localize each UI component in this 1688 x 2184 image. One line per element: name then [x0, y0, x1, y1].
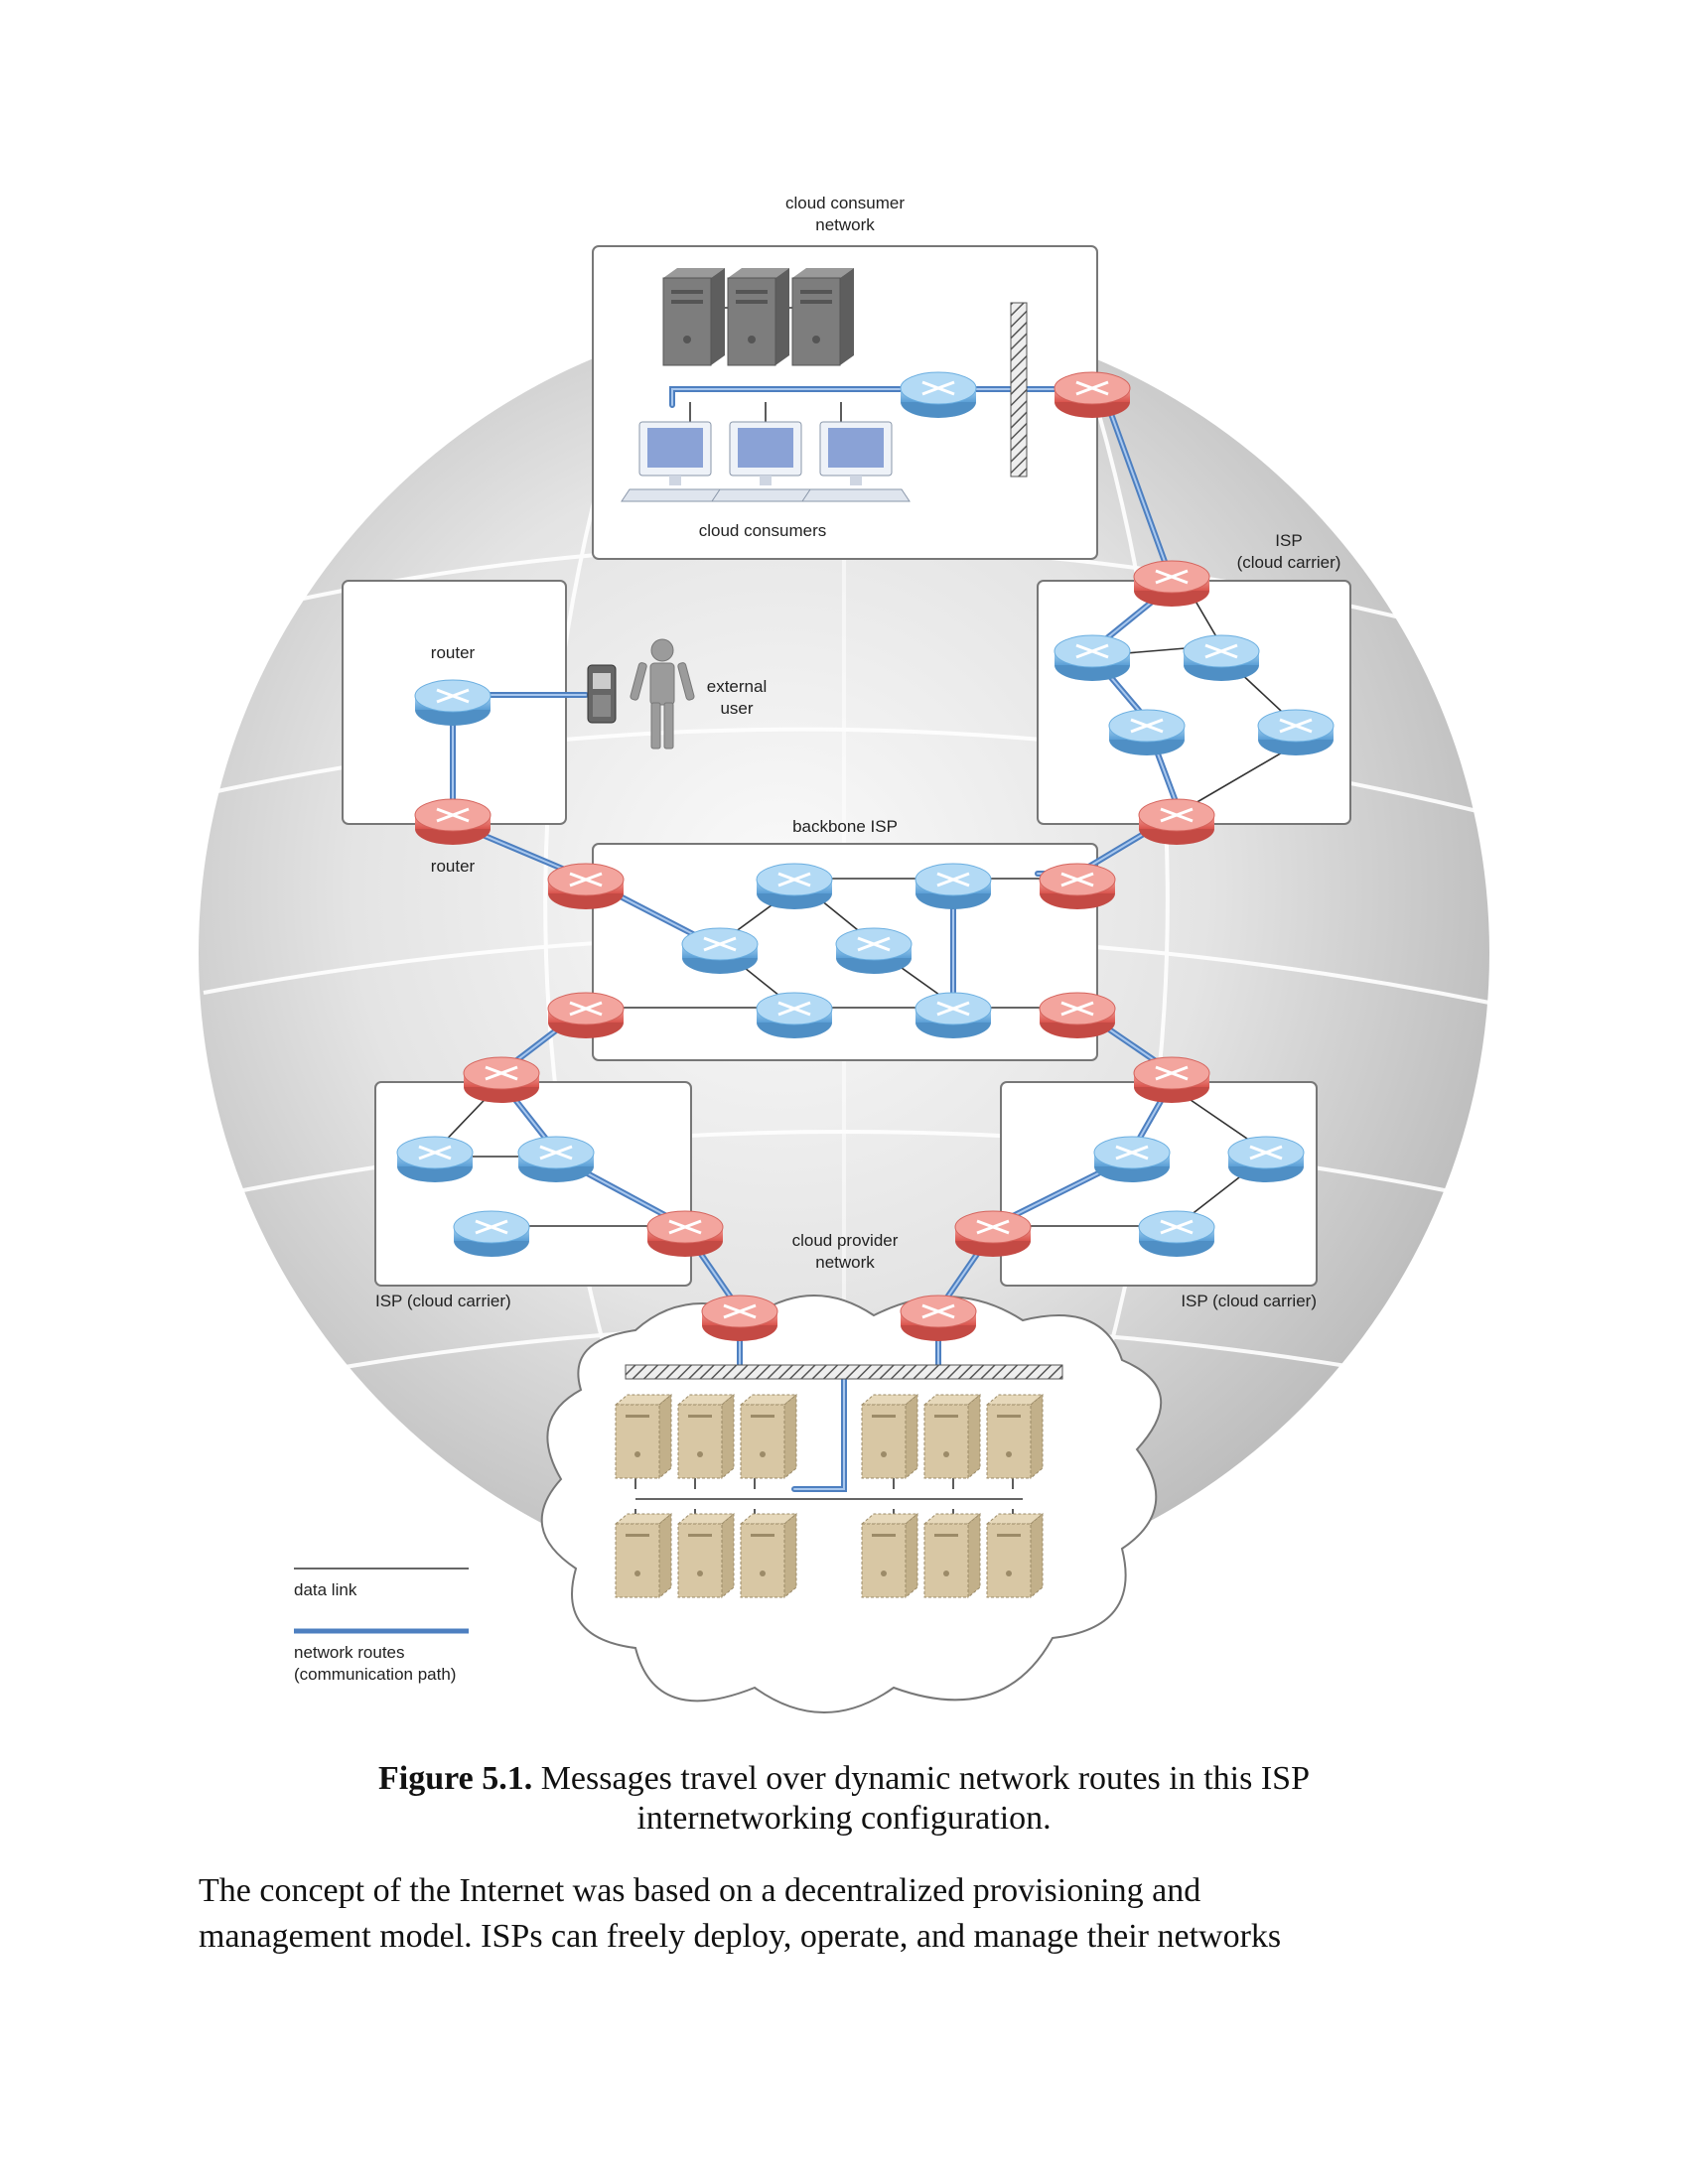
isp-top-label: ISP	[1275, 531, 1302, 550]
figure-label: Figure 5.1.	[378, 1760, 533, 1797]
provider-edge-router-icon	[899, 1294, 978, 1343]
router-label: router	[431, 857, 476, 876]
backbone-router-icon	[755, 991, 834, 1040]
isp-top-label: (cloud carrier)	[1237, 553, 1341, 572]
isp-router-icon	[1053, 633, 1132, 683]
external-user-label: external	[707, 677, 767, 696]
legend-data-link-label: data link	[294, 1580, 357, 1599]
body-text-line: The concept of the Internet was based on…	[199, 1872, 1201, 1909]
legend-network-routes-label: (communication path)	[294, 1665, 456, 1684]
isp-edge-router-icon	[953, 1209, 1033, 1259]
backbone-edge-router-icon	[546, 862, 626, 911]
isp-router-icon	[1226, 1135, 1306, 1184]
user-figure-icon	[630, 638, 695, 750]
consumer-network-label: network	[815, 215, 875, 234]
backbone-router-icon	[834, 926, 914, 976]
consumer-server-icon	[791, 267, 855, 366]
isp-router-icon	[1137, 1209, 1216, 1259]
legend-network-routes-label: network routes	[294, 1643, 405, 1662]
figure-caption-text: Messages travel over dynamic network rou…	[540, 1760, 1310, 1797]
backbone-router-icon	[755, 862, 834, 911]
isp-router-icon	[452, 1209, 531, 1259]
body-text-line: management model. ISPs can freely deploy…	[199, 1918, 1282, 1955]
backbone-router-icon	[680, 926, 760, 976]
consumer-server-icon	[662, 267, 726, 366]
legend: data link network routes (communication …	[294, 1568, 469, 1684]
isp-bottom-left-box	[374, 1081, 692, 1287]
isp-edge-router-icon	[1132, 1055, 1211, 1105]
external-user-label: user	[720, 699, 753, 718]
provider-firewall-icon	[625, 1364, 1063, 1380]
isp-bottom-left-label: ISP (cloud carrier)	[375, 1292, 511, 1310]
figure-caption: Figure 5.1. Messages travel over dynamic…	[238, 1759, 1450, 1839]
isp-router-icon	[1182, 633, 1261, 683]
consumer-router-icon	[899, 370, 978, 420]
figure-caption-text: internetworking configuration.	[636, 1800, 1052, 1837]
isp-internetworking-diagram: cloud consumer network cloud consumers I…	[199, 194, 1490, 1713]
isp-edge-router-icon	[1137, 797, 1216, 847]
backbone-edge-router-icon	[1038, 862, 1117, 911]
isp-bottom-right-box	[1000, 1081, 1318, 1287]
isp-edge-router-icon	[645, 1209, 725, 1259]
cloud-provider-network-shape	[540, 1295, 1163, 1713]
isp-edge-router-icon	[462, 1055, 541, 1105]
cloud-consumers-label: cloud consumers	[699, 521, 827, 540]
backbone-edge-router-icon	[1038, 991, 1117, 1040]
backbone-isp-label: backbone ISP	[792, 817, 898, 836]
provider-edge-router-icon	[700, 1294, 779, 1343]
mobile-phone-icon	[587, 664, 617, 724]
consumer-server-icon	[727, 267, 790, 366]
consumer-network-label: cloud consumer	[785, 194, 905, 212]
backbone-edge-router-icon	[546, 991, 626, 1040]
backbone-router-icon	[914, 862, 993, 911]
body-paragraph: The concept of the Internet was based on…	[199, 1868, 1489, 1960]
external-edge-router-icon	[413, 797, 492, 847]
isp-top-right-box	[1037, 580, 1351, 825]
isp-router-icon	[516, 1135, 596, 1184]
isp-router-icon	[1092, 1135, 1172, 1184]
isp-bottom-right-label: ISP (cloud carrier)	[1181, 1292, 1317, 1310]
isp-edge-router-icon	[1132, 559, 1211, 609]
provider-network-label: network	[815, 1253, 875, 1272]
consumer-edge-router-icon	[1053, 370, 1132, 420]
provider-network-label: cloud provider	[792, 1231, 899, 1250]
router-label: router	[431, 643, 476, 662]
consumer-firewall-icon	[1010, 302, 1028, 478]
backbone-router-icon	[914, 991, 993, 1040]
external-router-icon	[413, 678, 492, 728]
isp-router-icon	[1256, 708, 1336, 757]
isp-router-icon	[1107, 708, 1187, 757]
isp-router-icon	[395, 1135, 475, 1184]
